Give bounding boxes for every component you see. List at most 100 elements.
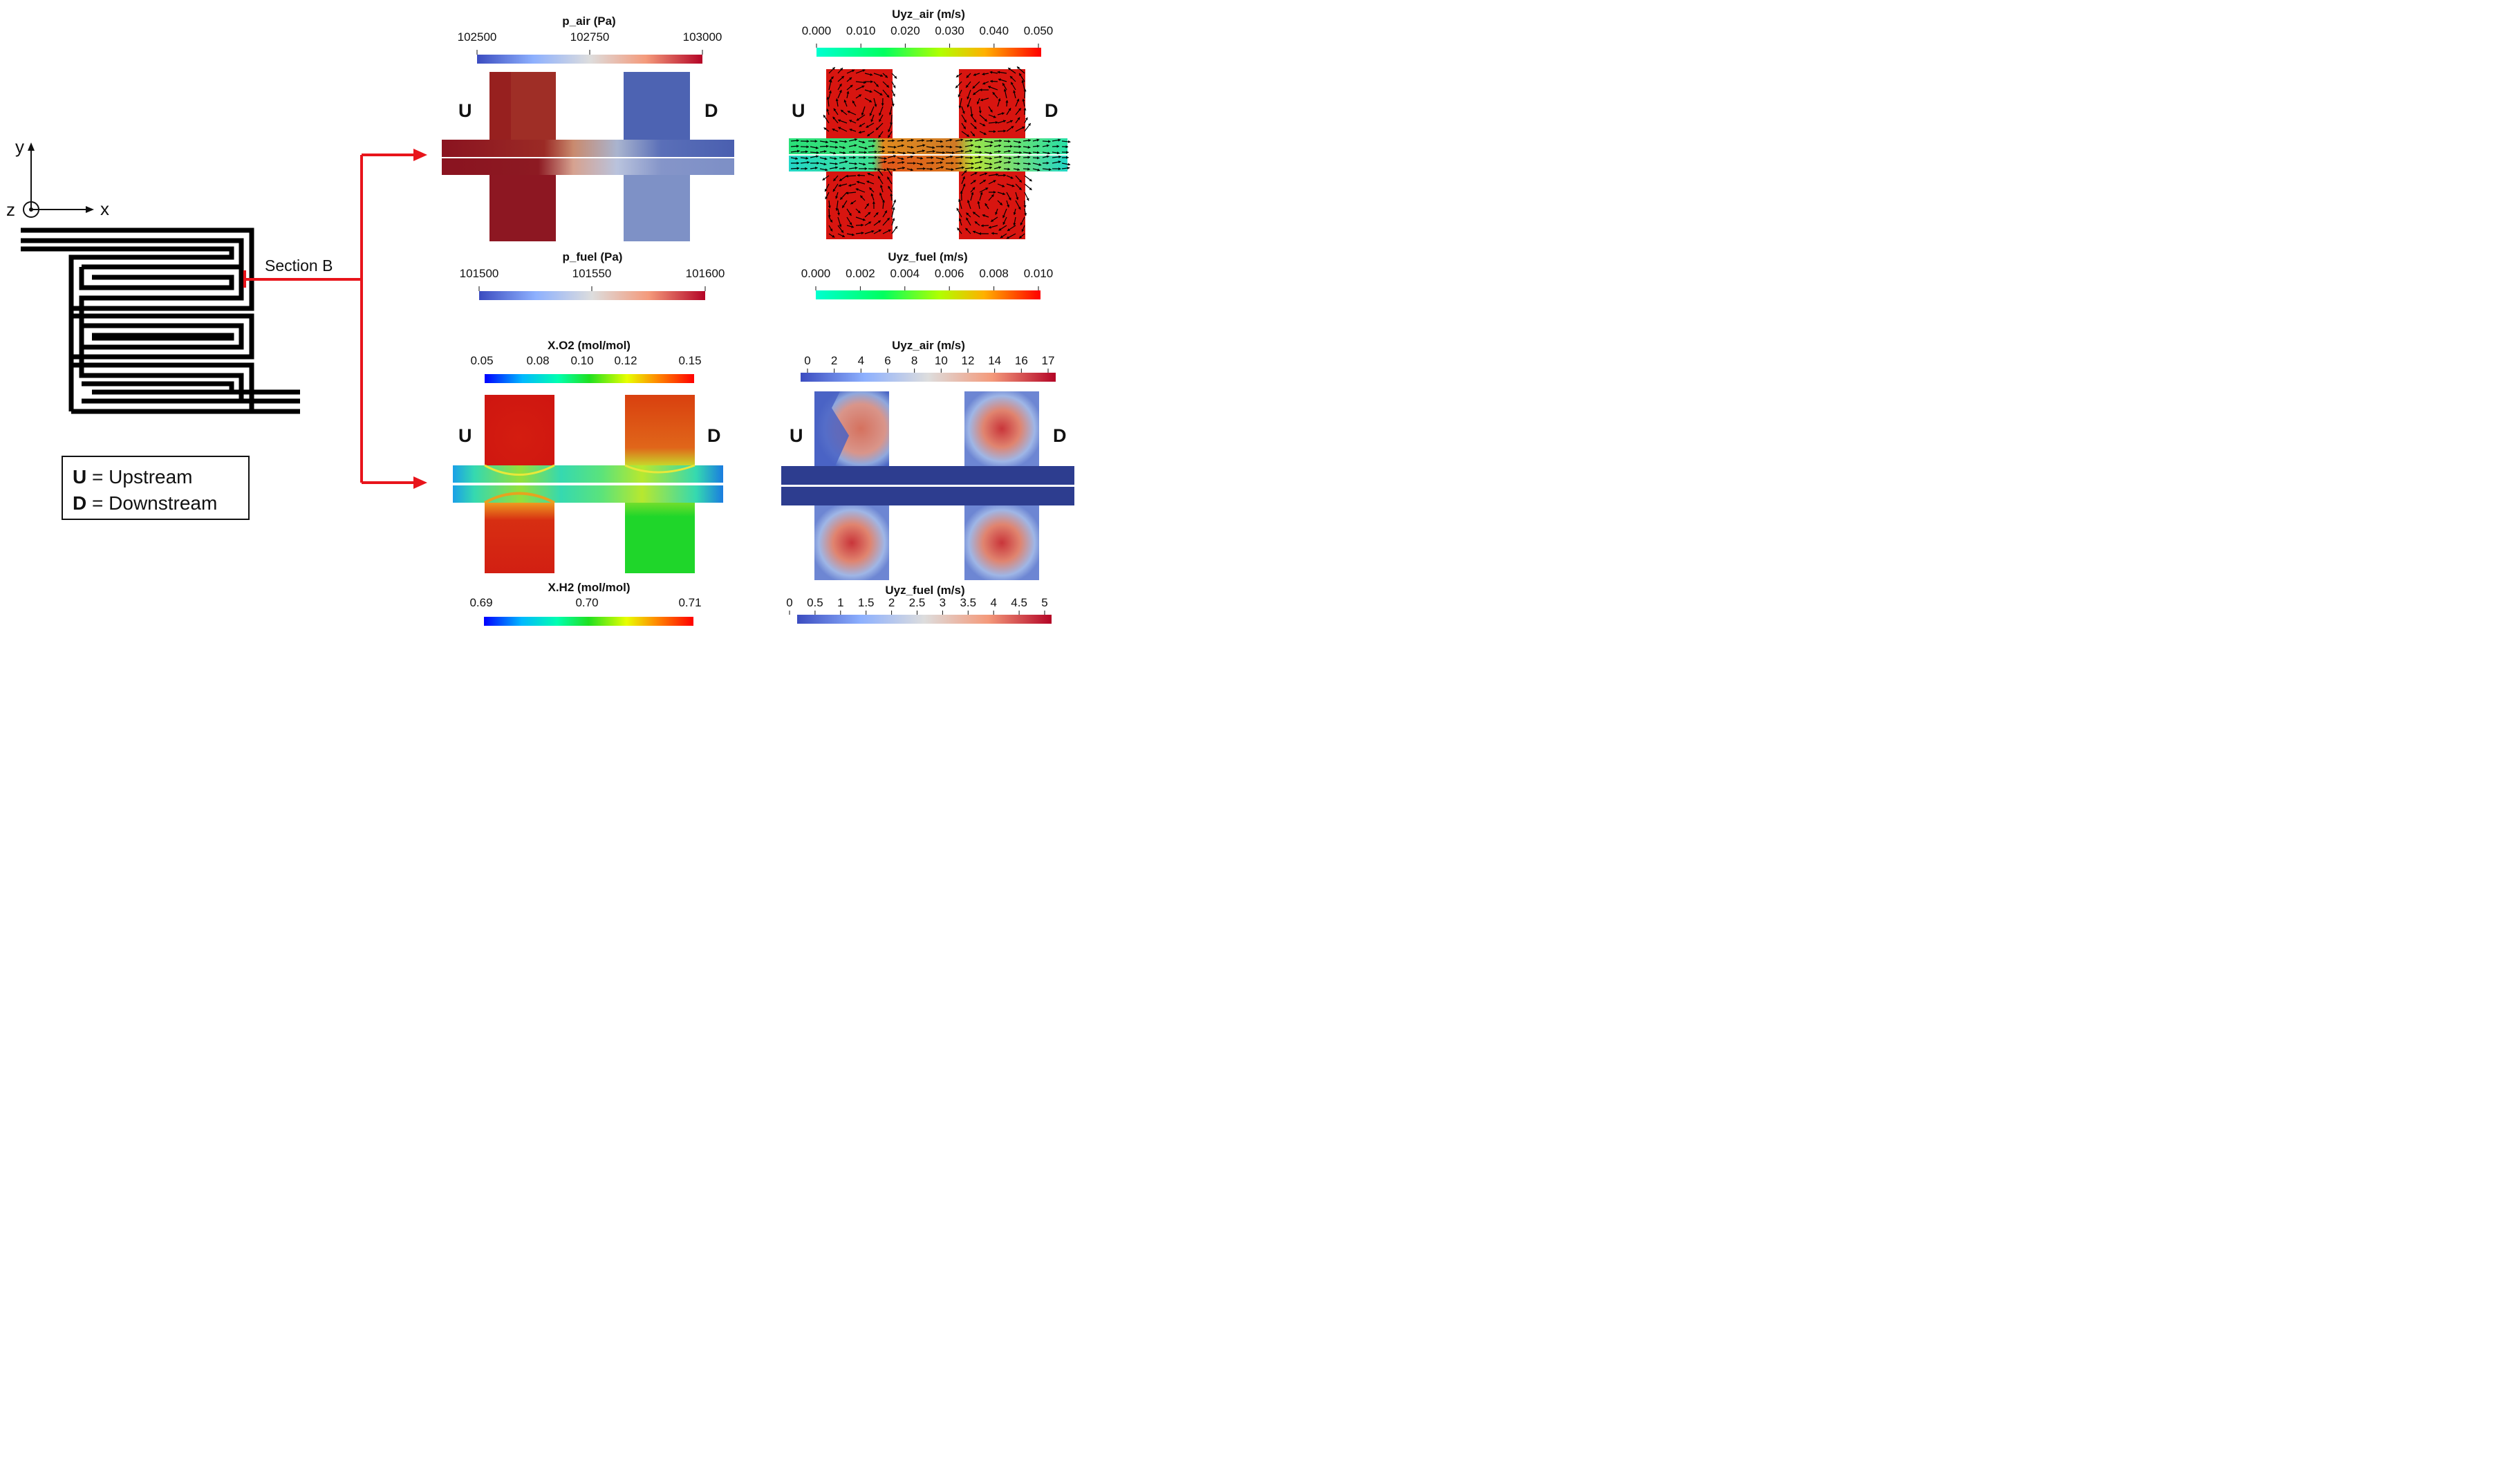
legend-u-text: = Upstream [86,466,193,487]
vector-glyph-head [856,118,859,121]
vector-glyph-head [855,162,857,165]
vector-glyph-head [822,177,825,180]
upstream-label: U [792,100,805,121]
legend-downstream: D = Downstream [73,490,248,517]
vector-glyph-head [830,219,832,223]
vector-glyph-head [1056,145,1060,148]
tick-label: 0.71 [678,596,701,609]
vector-glyph-head [930,167,933,171]
vector-glyph-head [1002,192,1005,196]
tick-label: 0.05 [470,354,493,367]
tick-label: 2 [831,354,837,367]
vector-glyph-head [861,112,864,115]
vector-glyph-head [1046,161,1049,165]
vector-glyph-head [832,116,836,120]
vector-glyph-head [879,113,882,116]
vector-glyph-head [903,151,906,155]
vector-glyph-head [875,167,877,171]
vector-glyph-head [966,217,969,221]
vector-glyph-head [980,98,983,102]
vector-glyph-head [841,234,845,238]
vector-glyph-head [1058,155,1061,158]
vector-glyph-head [843,151,846,154]
vector-glyph-head [845,160,848,164]
vector-glyph-head [1018,145,1022,149]
vector-glyph-head [816,161,819,165]
vector-glyph-head [877,168,881,171]
colorbar-x-h2 [484,617,693,626]
vector-glyph-head [1026,198,1029,201]
vector-glyph-head [839,84,842,87]
vector-glyph-head [960,156,964,159]
vector-glyph-head [839,178,843,181]
vector-glyph-head [886,167,890,171]
vector-glyph-head [1018,207,1021,210]
vector-glyph-head [861,85,865,89]
vector-glyph-head [862,218,866,221]
legend-box: U = Upstream D = Downstream [62,456,250,520]
vector-glyph-head [911,145,914,149]
vector-glyph-head [998,144,1002,147]
vector-glyph-head [969,149,973,153]
vector-glyph-head [966,84,969,88]
vector-glyph-head [960,191,963,194]
vector-glyph-head [843,100,847,103]
vector-glyph-head [931,156,934,159]
vector-glyph-head [993,130,996,133]
vector-glyph-head [989,156,992,160]
vector-glyph-head [849,222,852,225]
vector-glyph-head [864,81,866,84]
vector-glyph-head [971,144,974,147]
vector-glyph-head [832,189,836,192]
vector-glyph-head [901,144,904,147]
vector-glyph-head [1017,168,1020,171]
tick-label: 0.10 [570,354,593,367]
vector-glyph-head [826,97,830,100]
vector-glyph-head [923,167,926,170]
vector-glyph-head [989,109,993,113]
vector-glyph-head [884,168,887,171]
tick-label: 16 [1015,354,1028,367]
vector-glyph-head [870,119,874,122]
vector-glyph-head [964,170,967,174]
vector-glyph-head [846,174,848,178]
vector-glyph-head [966,212,969,216]
fuel-rib-downstream [964,505,1039,580]
vector-glyph-head [951,161,954,165]
vector-glyph-head [1018,140,1021,144]
vector-glyph-head [1022,98,1025,102]
vector-glyph-head [1058,160,1061,164]
vector-glyph-head [999,202,1002,205]
tick-label: 0.008 [979,267,1009,280]
legend-d-key: D [73,492,87,514]
vector-glyph-head [872,145,875,148]
vector-glyph-head [982,82,986,85]
vector-glyph-head [874,104,877,107]
vector-glyph-head [850,84,853,88]
vector-glyph-head [959,145,962,149]
vector-glyph-head [962,111,965,114]
vector-glyph-head [901,139,904,142]
vector-glyph-head [886,84,889,88]
vector-glyph-head [882,145,886,149]
vector-glyph-head [1065,145,1069,149]
vector-glyph-head [1023,205,1027,208]
vector-glyph-head [966,133,969,137]
vector-glyph-head [955,85,959,89]
vector-glyph-head [850,201,854,205]
vector-glyph-head [922,144,926,147]
vector-glyph-head [998,227,1002,231]
air-rib-downstream [964,391,1039,466]
vector-glyph-head [842,146,846,149]
vector-glyph-head [860,195,864,198]
vector-glyph-head [1008,160,1011,164]
vector-glyph-head [1011,126,1014,129]
tick-label: 14 [988,354,1001,367]
vector-glyph-head [1011,82,1014,85]
arrow-head-bottom-icon [413,476,427,489]
vector-glyph-head [992,92,996,95]
vector-glyph-head [1003,89,1007,92]
vector-glyph-head [843,156,846,160]
vector-glyph-head [867,133,870,136]
vector-glyph-head [949,138,953,142]
